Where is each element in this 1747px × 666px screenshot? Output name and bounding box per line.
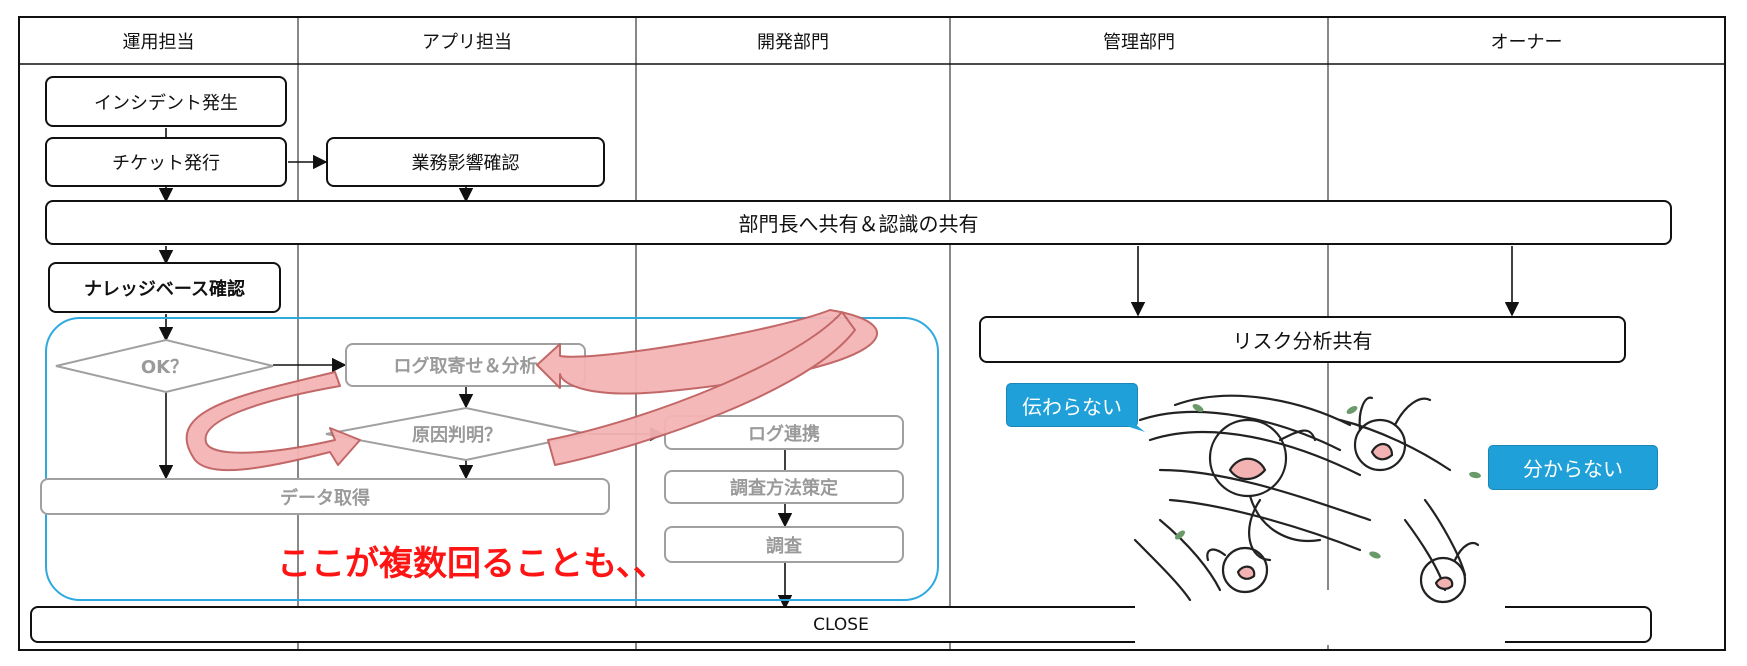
speech-bubble-dont-know: 分からない bbox=[1488, 445, 1658, 490]
